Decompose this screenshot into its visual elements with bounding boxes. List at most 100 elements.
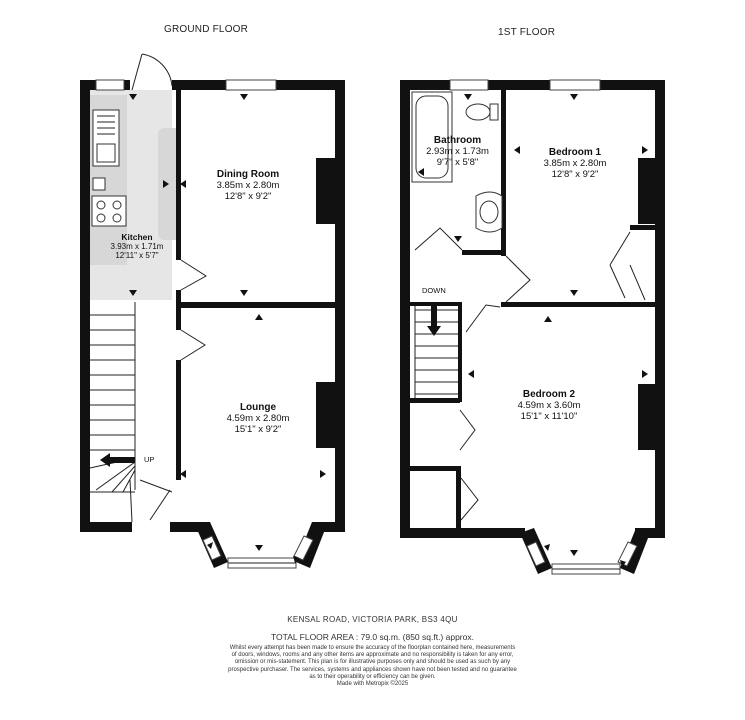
disclaimer-line: Made with Metropix ©2025 [336,681,409,688]
gf-arrow [207,542,213,549]
room-name: Dining Room [216,169,280,180]
room-label-bedroom2: Bedroom 2 4.59m x 3.60m 15'1" x 11'10" [494,389,604,422]
kitchen-sink-bowl [96,143,116,163]
gf-kitchen-window [95,79,125,91]
ff-arrow [514,146,520,154]
room-imperial: 12'8" x 9'2" [224,191,272,202]
gf-bay-right-window [293,535,314,561]
ff-bed1-cupboard-wall [630,225,658,230]
room-imperial: 9'7" x 5'8" [436,157,479,168]
toilet [465,103,491,121]
stairs-up-label: UP [144,455,155,464]
gf-arrow [163,180,169,188]
gf-bottom-wall-lounge [170,522,210,532]
gf-stairs-up-arrow [100,453,135,467]
ff-cupboard-wall-2 [410,466,460,471]
gf-arrow [180,470,186,478]
ff-arrow [570,550,578,556]
ff-arrow [620,560,626,567]
ff-landing-wall [410,302,458,306]
wash-basin-bowl [479,200,499,224]
ff-right-wall [655,80,665,538]
ff-cupboard-door-2 [460,477,479,521]
ground-floor-title: GROUND FLOOR [164,24,249,35]
ff-bath-bottom-wall [462,250,506,255]
gf-bottom-left-wall [80,522,132,532]
gf-dining-lounge-wall [176,302,340,308]
room-label-lounge: Lounge 4.59m x 2.80m 15'1" x 9'2" [203,402,313,435]
toilet-cistern [489,103,499,121]
ff-bay-left-window [526,541,546,567]
room-imperial: 15'1" x 9'2" [234,424,282,435]
ff-cupboard-wall-3 [456,466,461,528]
room-imperial: 15'1" x 11'10" [520,411,578,422]
gf-lounge-door-swing [180,329,206,361]
room-name: Bedroom 2 [522,389,576,400]
room-name: Bathroom [433,135,482,146]
room-metric: 3.93m x 1.71m [110,242,164,251]
ff-left-wall [400,80,410,538]
first-floor-title: 1ST FLOOR [498,27,556,38]
total-floor-area: TOTAL FLOOR AREA : 79.0 sq.m. (850 sq.ft… [271,632,474,642]
ff-bath-bed1-wall [501,86,506,256]
ground-floor [80,53,345,569]
property-address: KENSAL ROAD, VICTORIA PARK, BS3 4QU [287,615,458,624]
gf-rear-door-swing [129,479,173,523]
disclaimer-line: Whilst every attempt has been made to en… [229,645,516,651]
ff-cupboard-wall-1 [410,398,460,403]
gf-arrow [293,556,299,563]
gf-staircase [89,314,136,493]
gf-arrow [255,314,263,320]
room-metric: 2.93m x 1.73m [426,146,489,157]
gf-arrow [255,545,263,551]
disclaimer-line: omission or mis-statement. This plan is … [234,659,511,666]
room-metric: 4.59m x 2.80m [226,413,290,424]
ff-arrow [570,290,578,296]
ff-arrow [454,236,462,242]
ff-stair-wall [458,302,462,402]
ff-cupboard-door-1 [459,409,476,451]
disclaimer-line: of doors, windows, rooms and any other i… [231,652,514,659]
gf-hall-wall-lower [176,360,181,480]
room-imperial: 12'11" x 5'7" [115,251,159,260]
gf-hall-wall-mid [176,290,181,330]
room-imperial: 12'8" x 9'2" [551,169,599,180]
ff-chimney-bed2 [638,384,658,450]
ff-bottom-left-wall [400,528,525,538]
ff-bath-door-swing [414,227,463,251]
disclaimer: Whilst every attempt has been made to en… [0,645,745,688]
ff-arrow [468,370,474,378]
ff-top-wall [400,80,665,90]
ff-arrow [642,370,648,378]
room-metric: 4.59m x 3.60m [517,400,581,411]
kitchen-hob [91,195,127,227]
ff-bed1-door-swing [505,255,531,303]
stairs-down-label: DOWN [422,286,446,295]
first-floor [400,79,665,575]
gf-chimney-lounge [316,382,338,448]
room-name: Lounge [239,402,277,413]
ff-arrow [642,146,648,154]
room-label-bathroom: Bathroom 2.93m x 1.73m 9'7" x 5'8" [410,135,505,168]
ff-arrow [570,94,578,100]
gf-left-wall [80,80,90,532]
gf-arrow [320,470,326,478]
gf-dining-door-swing [180,259,207,291]
gf-arrow [240,290,248,296]
room-metric: 3.85m x 2.80m [216,180,280,191]
ff-chimney-bed1 [638,158,658,224]
gf-hall-divider-2 [149,489,171,521]
room-label-dining: Dining Room 3.85m x 2.80m 12'8" x 9'2" [193,169,303,202]
disclaimer-line: as to their operability or efficiency ca… [309,673,436,680]
ff-arrow [544,544,550,551]
gf-chimney-dining [316,158,338,224]
room-name: Kitchen [121,232,153,242]
gf-arrow [129,290,137,296]
room-label-kitchen: Kitchen 3.93m x 1.71m 12'11" x 5'7" [92,232,182,261]
gf-dining-window [225,79,277,91]
room-metric: 3.85m x 2.80m [543,158,607,169]
gf-arrow [129,94,137,100]
ff-bed1-bottom-wall-left [501,302,656,307]
gf-bottom-wall-right [312,522,345,532]
